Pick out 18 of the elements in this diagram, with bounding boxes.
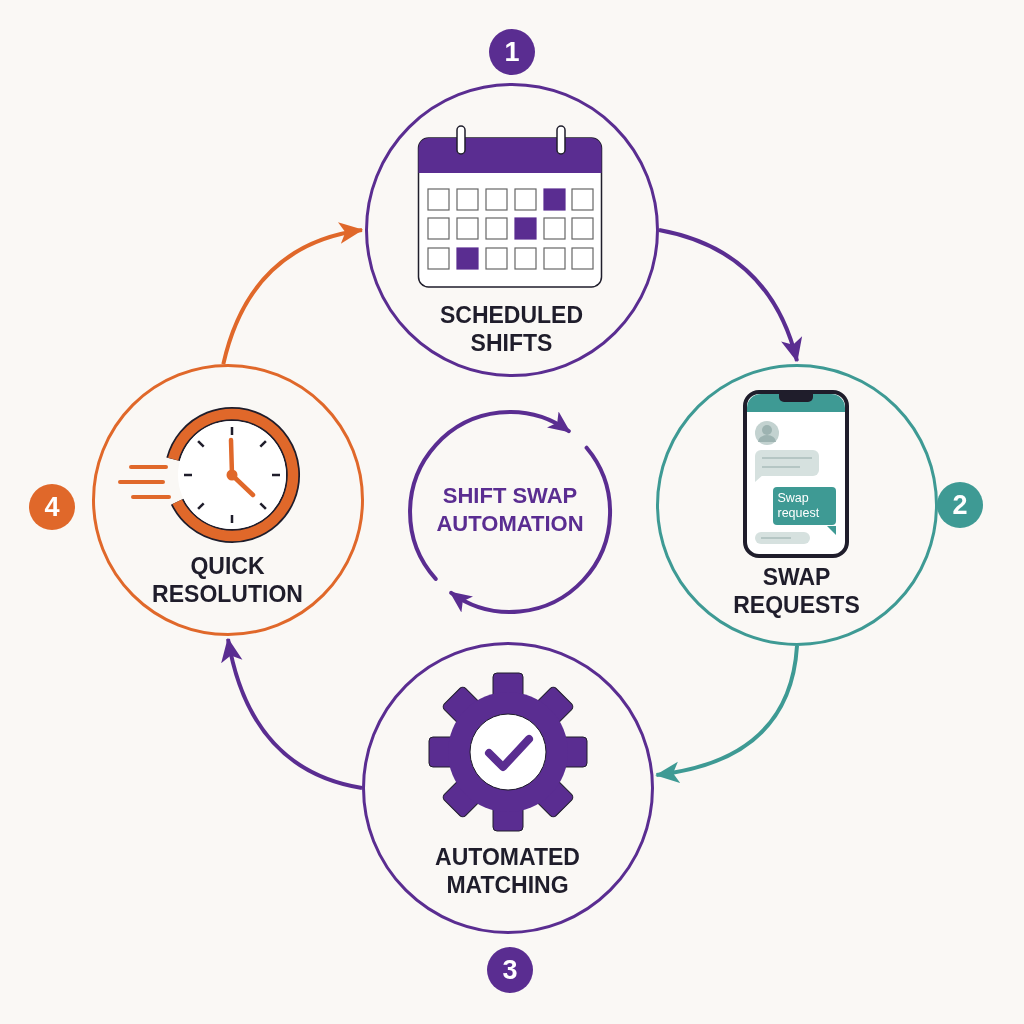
step-circle: [656, 364, 938, 646]
arrow: [221, 223, 364, 365]
arrow: [221, 637, 363, 790]
step-circle: [362, 642, 654, 934]
chat-bubble: Swap request: [772, 486, 836, 525]
step-number: 3: [487, 947, 533, 993]
step-title: SWAP REQUESTS: [733, 562, 860, 619]
arrow: [658, 228, 802, 363]
step-title: AUTOMATED MATCHING: [435, 842, 580, 899]
step-circle: [92, 364, 364, 636]
step-number: 1: [489, 29, 535, 75]
arrow: [655, 645, 799, 783]
step-number: 4: [29, 484, 75, 530]
step-title: QUICK RESOLUTION: [152, 551, 303, 608]
step-circle: [365, 83, 659, 377]
step-number: 2: [937, 482, 983, 528]
cycle-title: SHIFT SWAP AUTOMATION: [436, 482, 584, 538]
step-title: SCHEDULED SHIFTS: [439, 300, 584, 357]
